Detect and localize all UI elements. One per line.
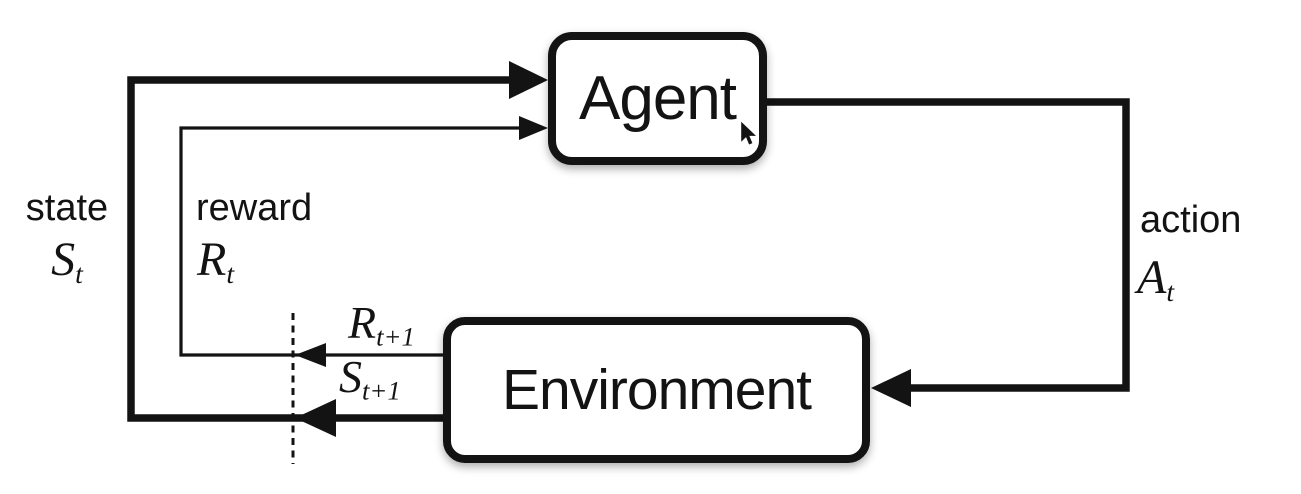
agent-label: Agent <box>578 64 737 133</box>
reward-arrowhead-into-agent <box>519 116 548 140</box>
state-symbol: St <box>51 233 83 290</box>
state-label: state <box>25 187 109 229</box>
environment-label: Environment <box>502 358 812 422</box>
action-symbol: At <box>1137 251 1175 308</box>
reward-label: reward <box>196 187 313 229</box>
action-arrowhead-into-environment <box>871 369 911 407</box>
next-reward-arrowhead <box>295 343 326 367</box>
next-state-symbol: St+1 <box>339 351 401 406</box>
next-reward-symbol: Rt+1 <box>348 297 415 352</box>
reward-symbol: Rt <box>197 233 235 290</box>
action-line <box>766 98 1130 392</box>
mouse-pointer-icon <box>741 121 756 145</box>
action-label: action <box>1140 199 1242 241</box>
state-arrowhead-into-agent <box>509 61 548 99</box>
agent-node: Agent <box>548 32 767 165</box>
environment-node: Environment <box>443 317 870 463</box>
state-line <box>127 76 537 422</box>
next-state-arrowhead <box>295 399 336 437</box>
